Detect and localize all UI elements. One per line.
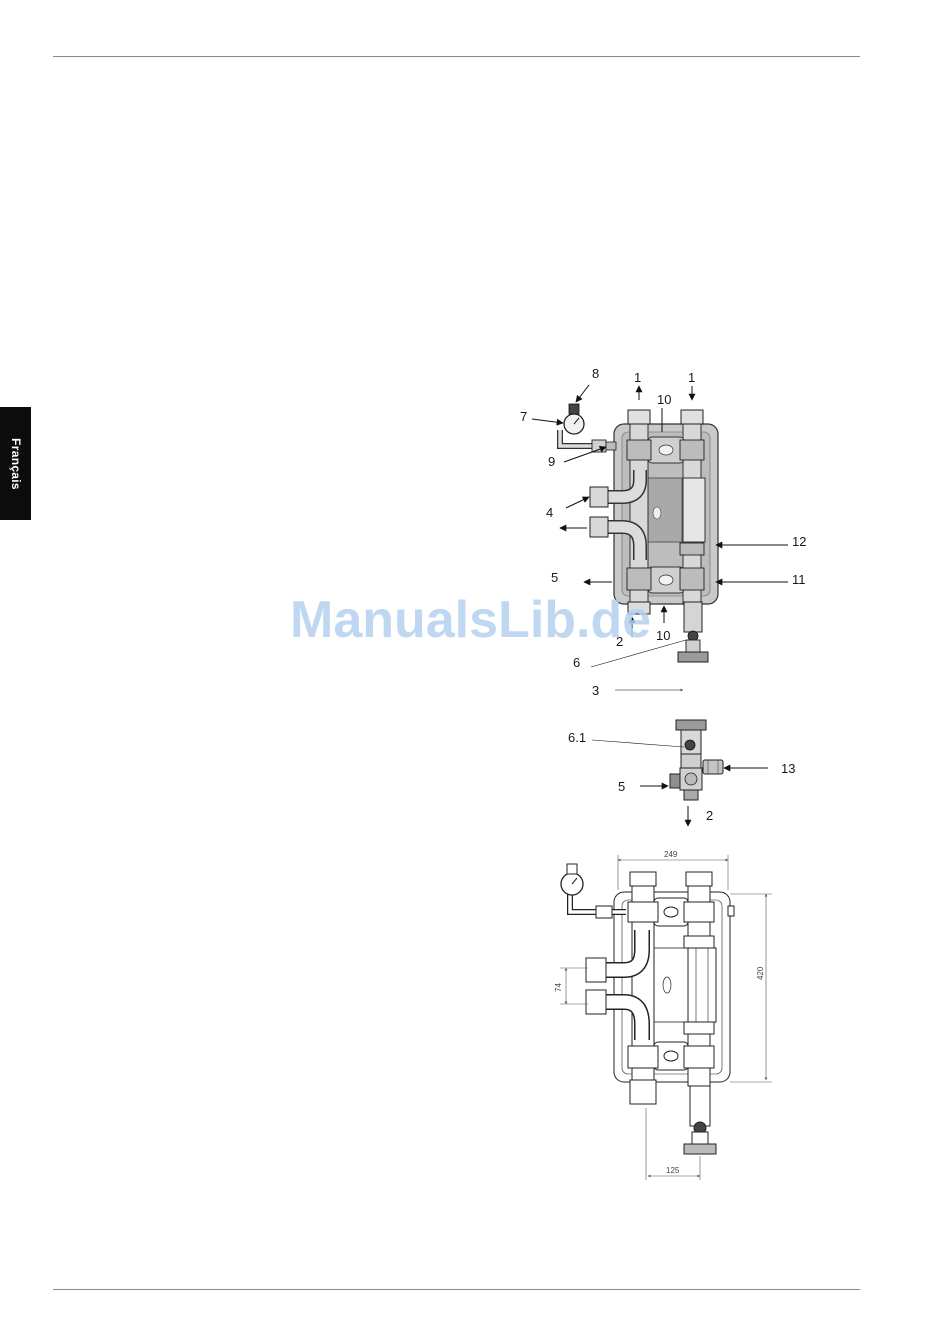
hydraulic-group-figure [560,404,718,662]
callout-1-left: 1 [634,370,641,385]
callout-8: 8 [592,366,599,381]
dimension-spacing: 74 [554,983,563,992]
dimension-height: 420 [756,966,765,980]
callout-9: 9 [548,454,555,469]
callout-12: 12 [792,534,806,549]
callout-4: 4 [546,505,553,520]
dimension-offset: 125 [666,1166,680,1175]
dimension-width: 249 [664,850,678,859]
callout-6-1: 6.1 [568,730,586,745]
callout-10-top: 10 [657,392,671,407]
callout-10-bottom: 10 [656,628,670,643]
callout-5: 5 [551,570,558,585]
callout-2-detail: 2 [706,808,713,823]
drain-valve-detail-figure [670,720,723,800]
callout-3: 3 [592,683,599,698]
callout-2: 2 [616,634,623,649]
callout-6: 6 [573,655,580,670]
callout-1-right: 1 [688,370,695,385]
dimension-drawing [561,864,734,1154]
callout-5-detail: 5 [618,779,625,794]
callout-11: 11 [792,572,806,587]
callout-13: 13 [781,761,795,776]
callout-7: 7 [520,409,527,424]
